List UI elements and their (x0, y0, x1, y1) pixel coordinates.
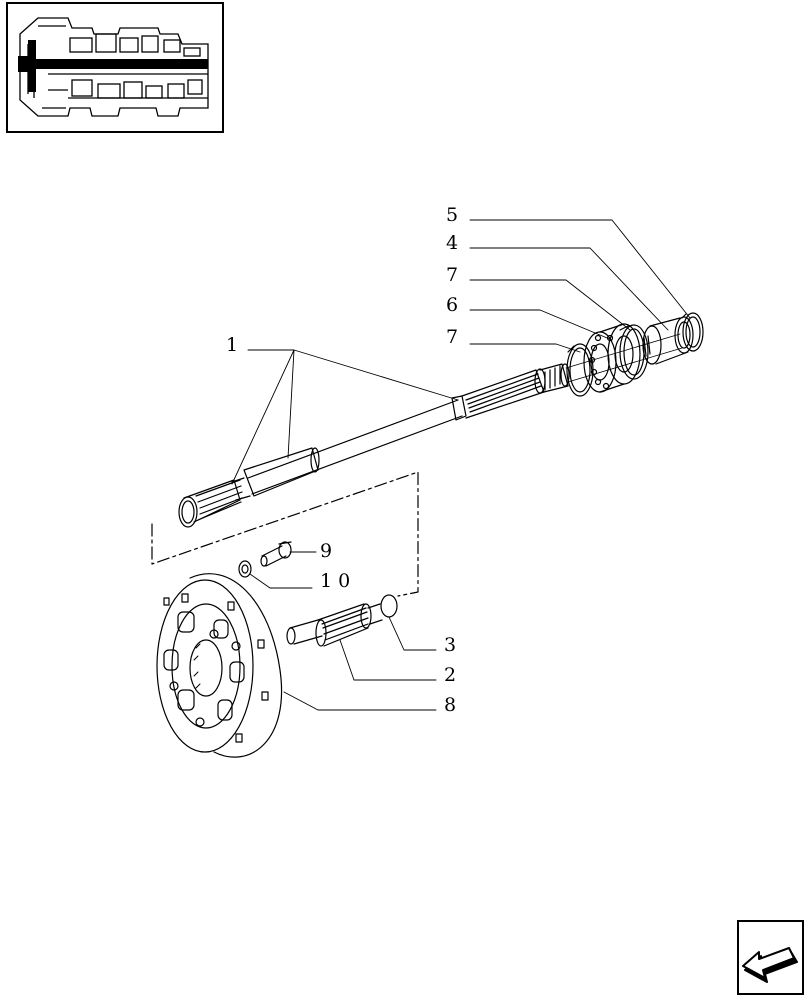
overview-thumbnail[interactable] (6, 2, 224, 133)
callout-10: 1 0 (320, 570, 351, 592)
back-nav-button[interactable] (737, 920, 804, 995)
callout-9: 9 (320, 540, 333, 562)
arrow-back-icon (742, 947, 798, 983)
bearing (583, 323, 641, 393)
splined-shaft (286, 603, 383, 647)
callout-2: 2 (444, 664, 457, 686)
callout-4: 4 (446, 232, 459, 254)
snap-ring (681, 312, 704, 352)
transmission-thumbnail-icon (18, 17, 209, 117)
callout-6: 6 (446, 294, 459, 316)
bolt (260, 541, 292, 567)
leader-lines (231, 219, 691, 711)
clutch-disc (156, 573, 283, 758)
assembly-phantom-line (151, 471, 419, 597)
callout-3: 3 (444, 634, 457, 656)
callout-1: 1 (226, 334, 239, 356)
main-shaft (178, 333, 683, 528)
washer (238, 560, 252, 578)
callout-7-lower: 7 (446, 326, 459, 348)
callout-7-upper: 7 (446, 264, 459, 286)
callout-5: 5 (446, 204, 459, 226)
callout-8: 8 (444, 694, 457, 716)
o-ring (380, 594, 398, 618)
sleeve (642, 316, 694, 365)
